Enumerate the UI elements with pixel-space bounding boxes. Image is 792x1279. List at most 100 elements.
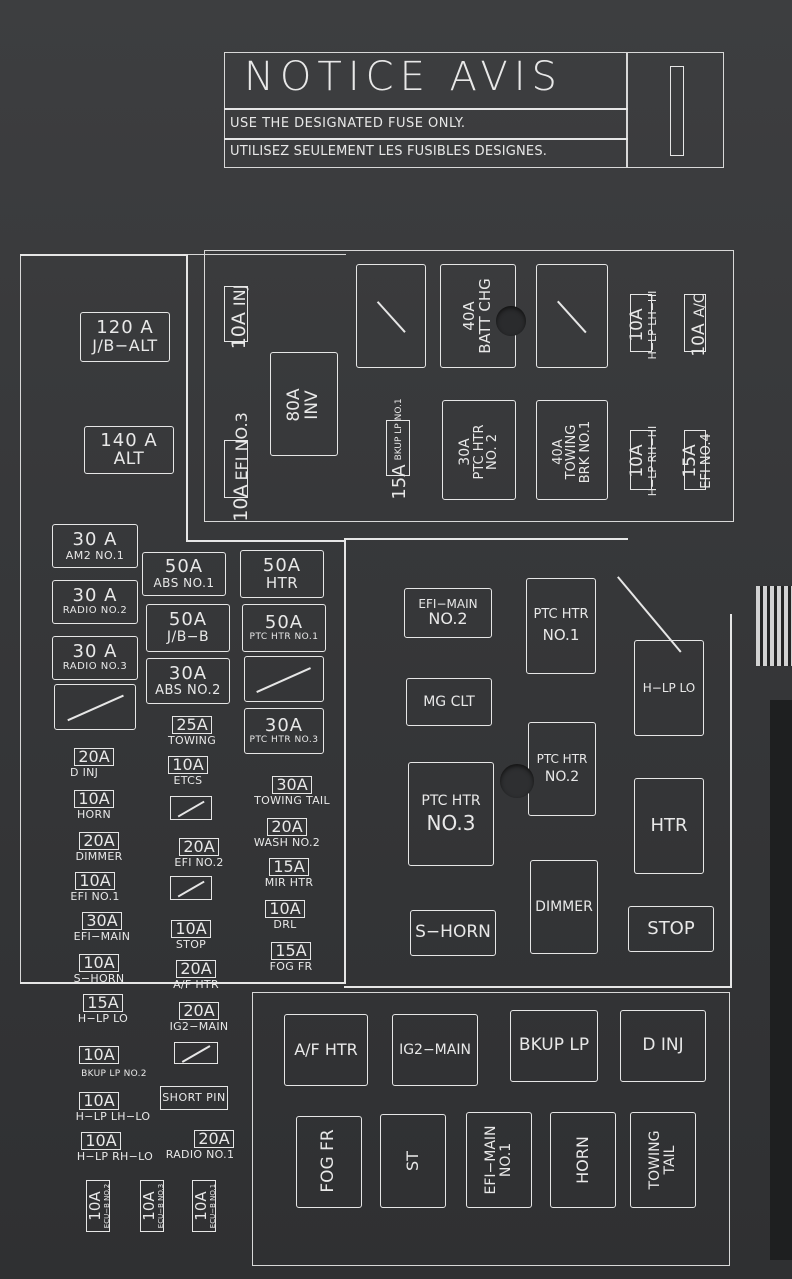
relay-towing-tail[interactable] bbox=[630, 1112, 696, 1208]
fuse-30a-am2[interactable]: 30 A AM2 NO.1 bbox=[52, 524, 138, 568]
empty-mini-slot-1[interactable] bbox=[170, 796, 212, 820]
short-pin-label: SHORT PIN bbox=[162, 1091, 226, 1105]
empty-mini-slot-3[interactable] bbox=[174, 1042, 218, 1064]
relay-stop[interactable]: STOP bbox=[628, 906, 714, 952]
relay-h-lp-lo[interactable]: H−LP LO bbox=[634, 640, 704, 736]
fuse-50a-jb-b[interactable]: 50A J/B−B bbox=[146, 604, 230, 652]
fuse-10a-hlp-lh-hi[interactable] bbox=[630, 294, 652, 352]
empty-mini-slot-2[interactable] bbox=[170, 876, 212, 900]
fuse-amp: 20A bbox=[74, 748, 114, 766]
fuse-amp: 15A bbox=[680, 444, 701, 478]
empty-relay-slot-2[interactable] bbox=[536, 264, 608, 368]
fuse-30a-radio2[interactable]: 30 A RADIO NO.2 bbox=[52, 580, 138, 624]
fuse-label: A/F HTR bbox=[173, 978, 219, 991]
fuse-30a-ptc3[interactable]: 30A PTC HTR NO.3 bbox=[244, 708, 324, 754]
fuse-amp: 15A bbox=[269, 858, 309, 876]
relay-bkup-lp[interactable]: BKUP LP bbox=[510, 1010, 598, 1082]
relay-ptc-htr-no3[interactable]: PTC HTR NO.3 bbox=[408, 762, 494, 866]
fuse-amp: 10A bbox=[265, 900, 305, 918]
empty-slot-mark bbox=[376, 301, 406, 333]
fuse-label: J/B−B bbox=[166, 629, 210, 646]
bkup1-text: 15A BKUP LP NO.1 bbox=[385, 398, 415, 499]
relay-efi-main-no2[interactable]: EFI−MAIN NO.2 bbox=[404, 588, 492, 638]
fuse-label: TOWING TAIL bbox=[254, 794, 330, 807]
ecu-b-no1-text: 10A ECU−B NO.1 bbox=[192, 1178, 220, 1234]
relay-st[interactable] bbox=[380, 1114, 446, 1208]
fuse-80a-inv[interactable] bbox=[270, 352, 338, 456]
relay-label: S−HORN bbox=[415, 922, 491, 943]
notice-panel bbox=[224, 52, 628, 168]
relay-label-2: NO.2 bbox=[428, 608, 468, 628]
fuse-10a-hlp-rh-hi[interactable] bbox=[630, 430, 652, 490]
short-pin-slot[interactable]: SHORT PIN bbox=[160, 1086, 228, 1110]
fuse-30a-abs2[interactable]: 30A ABS NO.2 bbox=[146, 658, 230, 704]
fuse-15a-bkup1[interactable] bbox=[386, 420, 410, 476]
left-panel-right-edge bbox=[186, 254, 188, 540]
fuse-50a-htr[interactable]: 50A HTR bbox=[240, 550, 324, 598]
fuse-10a-efi3[interactable] bbox=[224, 440, 248, 498]
fuse-40a-towing-brk[interactable] bbox=[536, 400, 608, 500]
relay-efi-main-no1[interactable] bbox=[466, 1112, 532, 1208]
fuse-15a-efi4[interactable] bbox=[684, 430, 706, 490]
relay-horn[interactable] bbox=[550, 1112, 616, 1208]
fuse-120a-jb-alt[interactable]: 120 A J/B−ALT bbox=[80, 312, 170, 362]
relay-s-horn[interactable]: S−HORN bbox=[410, 910, 496, 956]
fuse-50a-ptc1[interactable]: 50A PTC HTR NO.1 bbox=[242, 604, 326, 652]
ecu-b-no2-fuse[interactable] bbox=[86, 1180, 110, 1232]
notice-line-2: UTILISEZ SEULEMENT LES FUSIBLES DESIGNES… bbox=[230, 144, 548, 159]
relay-label-2: NO.3 bbox=[426, 810, 476, 835]
relay-fog-fr[interactable] bbox=[296, 1116, 362, 1208]
fuse-amp: 10A bbox=[168, 756, 208, 774]
relay-d-inj[interactable]: D INJ bbox=[620, 1010, 706, 1082]
fuse-amp: 50A bbox=[264, 611, 304, 633]
fuse-140a-alt[interactable]: 140 A ALT bbox=[84, 426, 174, 474]
relay-ptc-htr-no1[interactable]: PTC HTR NO.1 bbox=[526, 578, 596, 674]
relay-label: IG2−MAIN bbox=[399, 1041, 471, 1058]
empty-slot-mark bbox=[66, 694, 124, 721]
relay-ptc-htr-no2[interactable]: PTC HTR NO.2 bbox=[528, 722, 596, 816]
relay-htr[interactable]: HTR bbox=[634, 778, 704, 874]
ptc2-text: 30A PTC HTR NO. 2 bbox=[457, 401, 501, 503]
fuse-10a-ac[interactable] bbox=[684, 294, 706, 352]
relay-dimmer[interactable]: DIMMER bbox=[530, 860, 598, 954]
relay-af-htr[interactable]: A/F HTR bbox=[284, 1014, 368, 1086]
relay-ig2-main[interactable]: IG2−MAIN bbox=[392, 1014, 478, 1086]
ecu-b-no1-fuse[interactable] bbox=[192, 1180, 216, 1232]
empty-relay-slot-1[interactable] bbox=[356, 264, 426, 368]
empty-fuse-slot-left[interactable] bbox=[54, 684, 136, 730]
fuse-30a-radio3[interactable]: 30 A RADIO NO.3 bbox=[52, 636, 138, 680]
fuse-amp: 10A bbox=[79, 1092, 119, 1110]
fuse-amp: 50A bbox=[168, 609, 208, 631]
ecu-b-no3-fuse[interactable] bbox=[140, 1180, 164, 1232]
fuse-50a-abs1[interactable]: 50A ABS NO.1 bbox=[142, 552, 226, 596]
fuse-amp: 10A bbox=[192, 1191, 211, 1221]
fuse-30a-ptc-htr2[interactable] bbox=[442, 400, 516, 500]
fuse-10a-inj[interactable] bbox=[224, 286, 248, 342]
relay-mg-clt[interactable]: MG CLT bbox=[406, 678, 492, 726]
fuse-label: IG2−MAIN bbox=[169, 1020, 229, 1033]
ecu-b-no2-text: 10A ECU−B NO.2 bbox=[86, 1178, 114, 1234]
empty-fuse-slot-right[interactable] bbox=[244, 656, 324, 702]
